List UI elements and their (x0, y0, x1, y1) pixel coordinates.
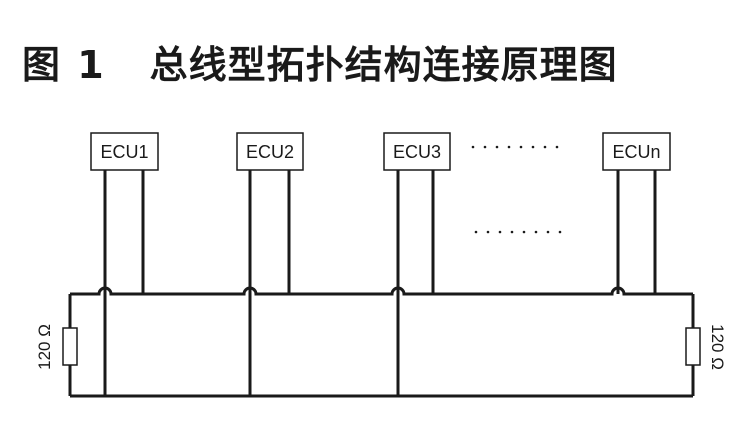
ecun-box (602, 132, 671, 171)
figure-title-bar: 图 1 总线型拓扑结构连接原理图 (22, 34, 618, 89)
left-terminator-label: 120 Ω (35, 324, 54, 370)
ecu-node-n: ECUn (602, 132, 671, 294)
right-terminator-resistor (685, 327, 701, 366)
right-terminator-label: 120 Ω (708, 324, 727, 370)
ecun-label: ECUn (612, 142, 660, 162)
figure-label: 图 1 (22, 43, 106, 87)
ecu1-box (90, 132, 159, 171)
ellipsis-dots-lower (474, 230, 562, 234)
ellipsis-dots-upper (471, 145, 559, 149)
ecu2-box (236, 132, 304, 171)
ecu3-label: ECU3 (393, 142, 441, 162)
ecu3-box (383, 132, 451, 171)
figure-title: 总线型拓扑结构连接原理图 (149, 43, 618, 87)
ecu-node-3: ECU3 (383, 132, 451, 396)
ecu2-label: ECU2 (246, 142, 294, 162)
left-terminator-resistor (62, 327, 78, 366)
ecu-node-1: ECU1 (90, 132, 159, 396)
ecu-node-2: ECU2 (236, 132, 304, 396)
ecu1-label: ECU1 (100, 142, 148, 162)
bus-high-line (70, 286, 693, 296)
